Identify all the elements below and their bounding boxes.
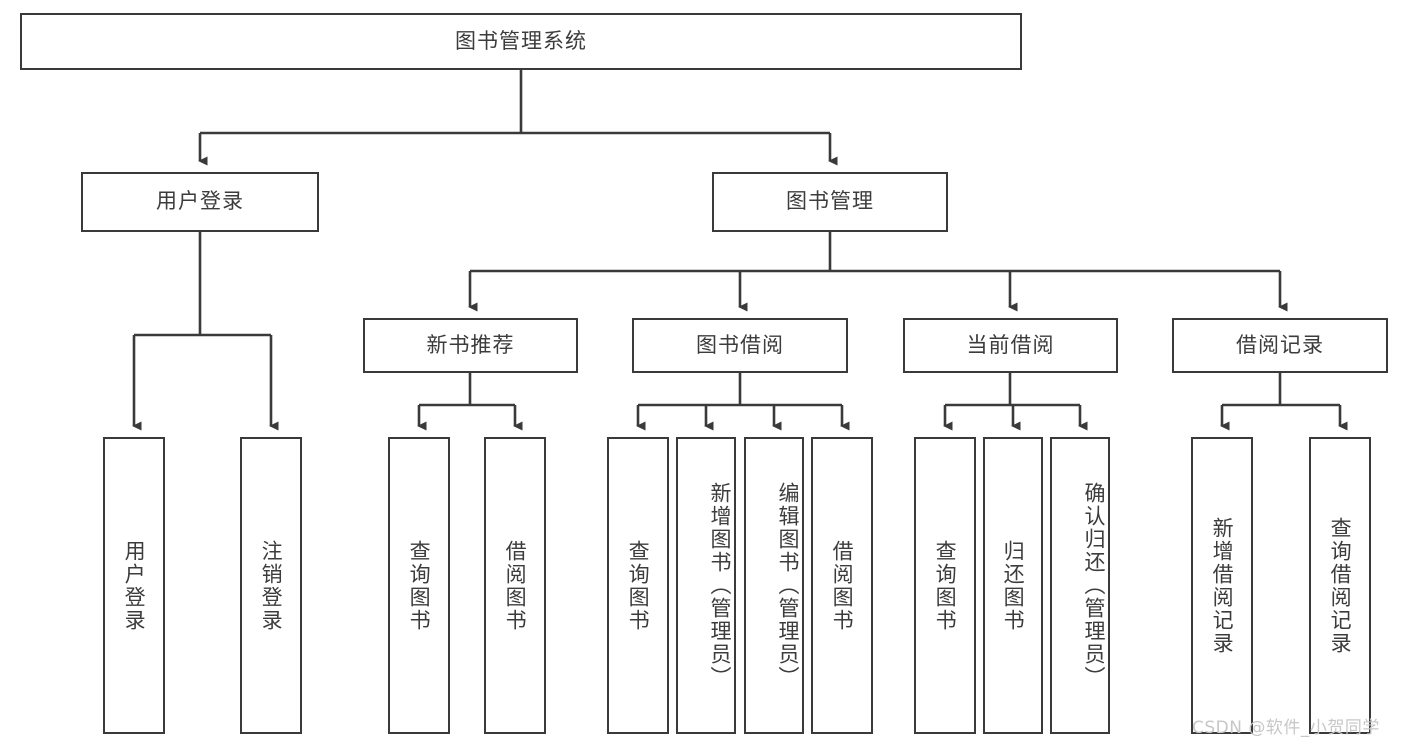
node-leaf-query-book-3[interactable]: 查询图书 (914, 437, 976, 734)
node-leaf-add-record[interactable]: 新增借阅记录 (1191, 437, 1253, 734)
csdn-watermark: CSDN @软件_小贺同学 (1192, 718, 1380, 738)
node-borrow-record[interactable]: 借阅记录 (1172, 318, 1388, 373)
node-leaf-add-book[interactable]: 新增图书（管理员） (676, 437, 736, 734)
node-new-book-recommend-label: 新书推荐 (426, 332, 515, 357)
node-leaf-add-record-label: 新增借阅记录 (1210, 516, 1235, 655)
node-new-book-recommend[interactable]: 新书推荐 (363, 318, 578, 373)
node-user-login[interactable]: 用户登录 (81, 172, 319, 232)
node-leaf-borrow-book-2-label: 借阅图书 (830, 539, 855, 632)
node-book-manage-label: 图书管理 (786, 189, 874, 214)
node-leaf-user-logout-label: 注销登录 (259, 539, 284, 632)
node-leaf-query-book-3-label: 查询图书 (933, 539, 958, 632)
node-user-login-label: 用户登录 (156, 189, 244, 214)
node-book-borrow-label: 图书借阅 (696, 332, 784, 357)
node-leaf-user-logout[interactable]: 注销登录 (240, 437, 302, 734)
node-leaf-confirm-return-label: 确认归还（管理员） (1082, 482, 1106, 689)
node-leaf-query-book-2[interactable]: 查询图书 (607, 437, 669, 734)
node-leaf-query-book-1-label: 查询图书 (407, 539, 432, 632)
node-current-borrow-label: 当前借阅 (966, 332, 1055, 357)
node-leaf-query-book-2-label: 查询图书 (626, 539, 651, 632)
node-leaf-confirm-return[interactable]: 确认归还（管理员） (1050, 437, 1110, 734)
node-leaf-add-book-label: 新增图书（管理员） (708, 482, 732, 689)
node-leaf-query-book-1[interactable]: 查询图书 (388, 437, 450, 734)
node-leaf-borrow-book-1[interactable]: 借阅图书 (484, 437, 546, 734)
node-borrow-record-label: 借阅记录 (1236, 332, 1324, 357)
node-leaf-user-login-label: 用户登录 (122, 539, 147, 632)
node-leaf-return-book-label: 归还图书 (1001, 539, 1026, 632)
node-leaf-return-book[interactable]: 归还图书 (983, 437, 1043, 734)
node-leaf-borrow-book-1-label: 借阅图书 (503, 539, 528, 632)
node-leaf-borrow-book-2[interactable]: 借阅图书 (811, 437, 873, 734)
node-leaf-query-record-label: 查询借阅记录 (1328, 516, 1353, 655)
node-book-manage[interactable]: 图书管理 (712, 172, 948, 232)
node-current-borrow[interactable]: 当前借阅 (903, 318, 1118, 373)
node-leaf-query-record[interactable]: 查询借阅记录 (1309, 437, 1371, 734)
node-leaf-edit-book-label: 编辑图书（管理员） (776, 482, 800, 689)
node-root[interactable]: 图书管理系统 (20, 13, 1022, 70)
node-book-borrow[interactable]: 图书借阅 (632, 318, 848, 373)
node-root-label: 图书管理系统 (455, 28, 587, 53)
node-leaf-user-login[interactable]: 用户登录 (103, 437, 165, 734)
node-leaf-edit-book[interactable]: 编辑图书（管理员） (744, 437, 804, 734)
